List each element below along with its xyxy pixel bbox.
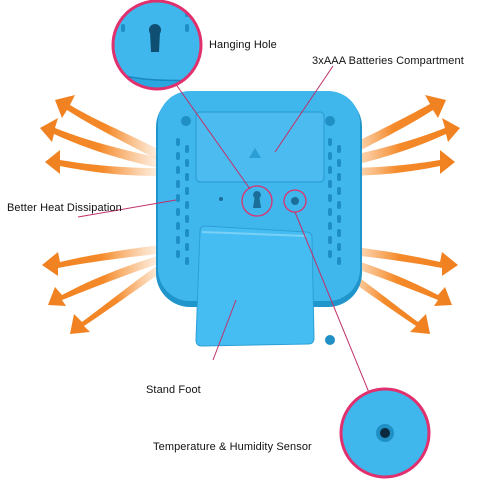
device-back — [156, 91, 362, 347]
heat-arrows-right-top — [340, 95, 460, 176]
hanging-hole-icon — [241, 185, 273, 217]
label-sensor: Temperature & Humidity Sensor — [153, 441, 312, 453]
screw-icon — [325, 116, 335, 126]
heat-arrows-left-bottom — [42, 245, 162, 334]
callout-lines — [77, 65, 371, 396]
screw-icon — [325, 335, 335, 345]
screw-icon — [181, 116, 191, 126]
zoom-hanging-hole — [111, 0, 203, 91]
heat-arrows-left-top — [40, 95, 160, 176]
vent-holes-right — [328, 138, 341, 265]
zoom-sensor — [339, 387, 431, 479]
label-batteries: 3xAAA Batteries Compartment — [312, 55, 464, 67]
label-hanging-hole: Hanging Hole — [209, 39, 277, 51]
label-stand-foot: Stand Foot — [146, 384, 201, 396]
vent-holes-left — [176, 138, 189, 265]
stand-foot — [195, 225, 315, 347]
battery-compartment — [195, 111, 325, 183]
label-heat-dissipation: Better Heat Dissipation — [7, 202, 122, 214]
battery-arrow-icon — [249, 148, 261, 158]
